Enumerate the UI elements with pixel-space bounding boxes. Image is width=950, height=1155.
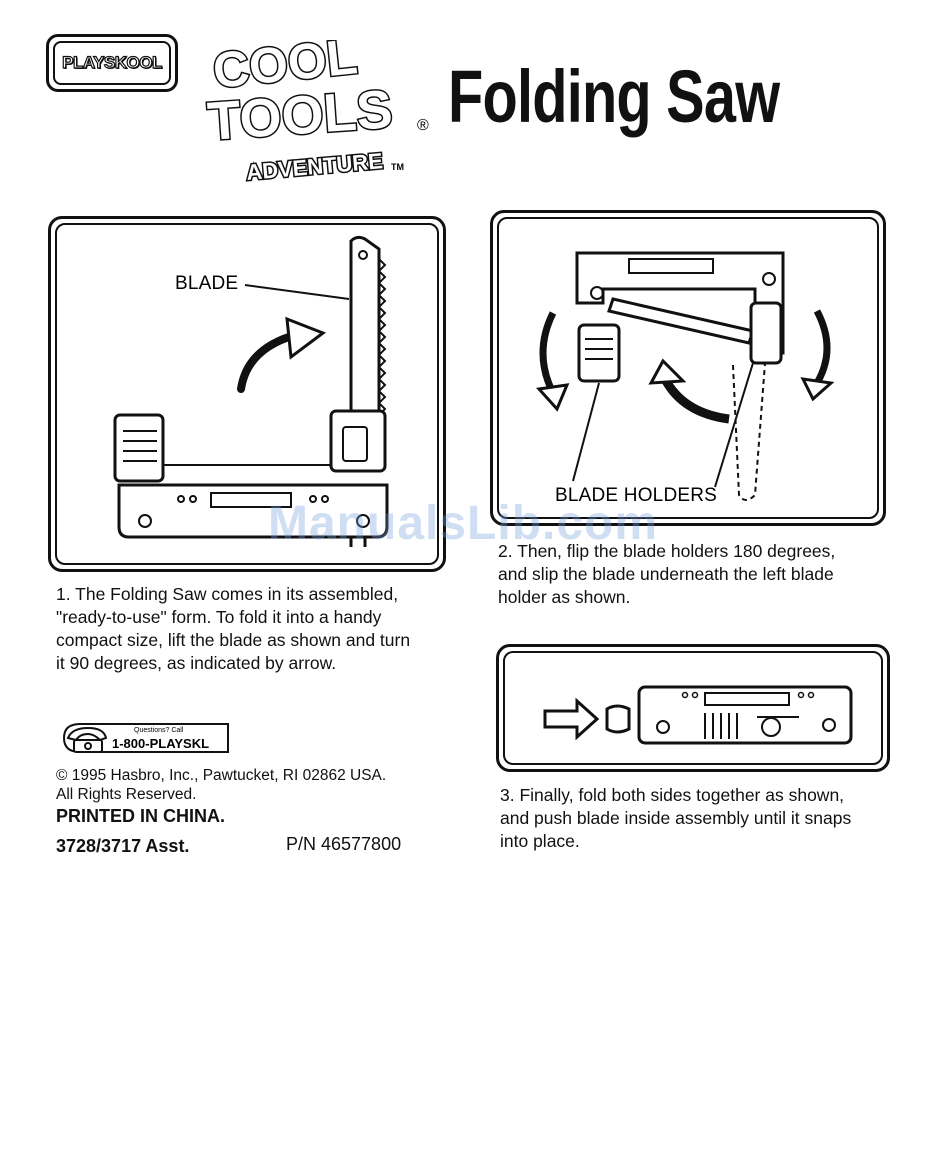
cool-tools-adventure-logo: COOL TOOLS ADVENTURE ® TM xyxy=(204,40,429,186)
phone-caption: Questions? Call xyxy=(134,727,184,734)
figure-3-panel xyxy=(496,644,890,772)
playskool-badge: PLAYSKOOL xyxy=(46,34,178,92)
logo-line-adventure: ADVENTURE xyxy=(245,148,384,185)
phone-badge: Questions? Call 1-800-PLAYSKL xyxy=(62,723,229,753)
assortment-number: 3728/3717 Asst. xyxy=(56,836,190,856)
step-3-text: 3. Finally, fold both sides together as … xyxy=(500,785,852,851)
figure-1-panel: BLADE xyxy=(48,216,446,572)
watermark: ManualsLib.com xyxy=(268,497,659,550)
figure-3-illustration xyxy=(543,685,853,745)
copyright-block: © 1995 Hasbro, Inc., Pawtucket, RI 02862… xyxy=(56,766,386,804)
logo-tm-mark: TM xyxy=(391,162,404,172)
logo-reg-mark: ® xyxy=(417,117,429,134)
blade-label: BLADE xyxy=(175,273,238,294)
logo-line-cool: COOL xyxy=(210,40,359,99)
part-number: P/N 46577800 xyxy=(286,834,402,854)
copyright-line: © 1995 Hasbro, Inc., Pawtucket, RI 02862… xyxy=(56,767,387,784)
phone-number: 1-800-PLAYSKL xyxy=(112,736,209,751)
figure-2-panel: BLADE HOLDERS xyxy=(490,210,886,526)
figure-1-illustration: BLADE xyxy=(113,235,389,547)
step-1-text: 1. The Folding Saw comes in its assemble… xyxy=(56,584,411,673)
brand-name: PLAYSKOOL xyxy=(62,52,163,72)
page-title: Folding Saw xyxy=(448,55,780,138)
rights-line: All Rights Reserved. xyxy=(56,786,197,803)
telephone-icon xyxy=(66,726,108,742)
printed-in-line: PRINTED IN CHINA. xyxy=(56,806,226,826)
blade-holders-label: BLADE HOLDERS xyxy=(555,485,717,506)
step-2-text: 2. Then, flip the blade holders 180 degr… xyxy=(498,541,836,607)
figure-2-illustration: BLADE HOLDERS xyxy=(536,251,835,506)
logo-line-tools: TOOLS xyxy=(206,79,395,152)
